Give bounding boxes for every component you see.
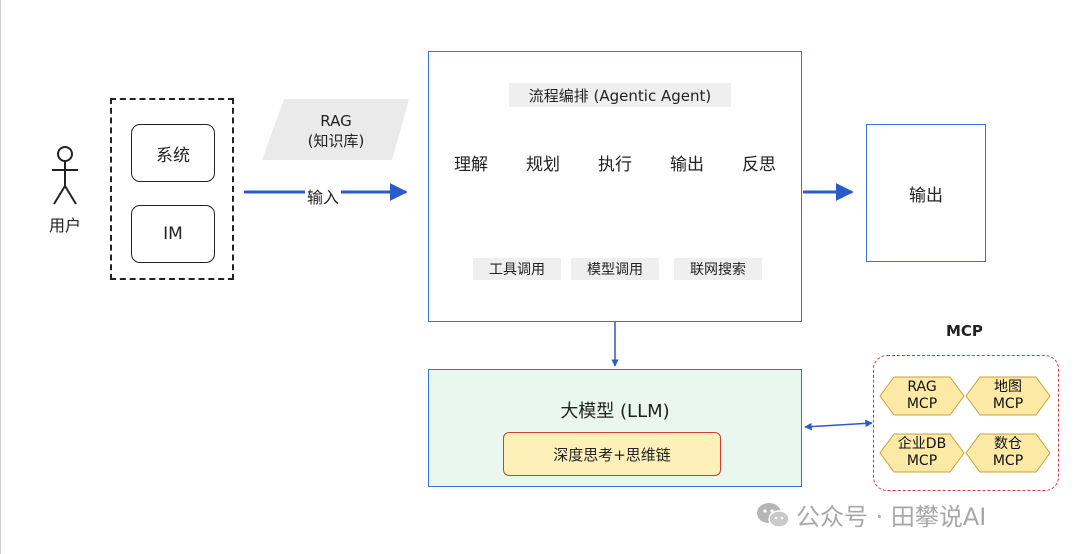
watermark-text: 公众号 · 田攀说AI [796, 503, 987, 531]
deep-thinking-box: 深度思考+思维链 [503, 432, 721, 476]
left-edge-rule [0, 0, 1, 554]
mcp-hex-map [965, 376, 1051, 416]
mcp-item-warehouse-name: 数仓 [994, 436, 1022, 452]
agent-title: 流程编排 (Agentic Agent) [509, 83, 731, 107]
mcp-item-data-warehouse: 数仓 MCP [966, 434, 1050, 472]
input-label: 输入 [305, 184, 342, 208]
source-system: 系统 [131, 124, 215, 182]
mcp-item-rag-type: MCP [906, 396, 938, 412]
mcp-item-rag-name: RAG [907, 379, 937, 395]
model-call-tag: 模型调用 [571, 258, 659, 280]
mcp-title: MCP [946, 322, 983, 340]
step-understand-label: 理解 [454, 154, 488, 175]
mcp-item-db-name: 企业DB [897, 436, 947, 452]
rag-title: RAG [320, 112, 352, 130]
llm-title: 大模型 (LLM) [560, 401, 670, 422]
mcp-hex-rag [879, 376, 965, 416]
tool-call-tag: 工具调用 [473, 258, 561, 280]
mcp-group [873, 355, 1059, 491]
mcp-item-db-type: MCP [906, 453, 938, 469]
mcp-item-map: 地图 MCP [966, 377, 1050, 415]
step-reflect-label: 反思 [742, 154, 776, 175]
mcp-item-warehouse-type: MCP [992, 453, 1024, 469]
person-icon [52, 146, 78, 205]
mcp-hex-warehouse [965, 433, 1051, 473]
step-execute-label: 执行 [598, 154, 632, 175]
wechat-icon [757, 502, 790, 528]
output-box: 输出 [866, 124, 986, 262]
mcp-item-rag: RAG MCP [880, 377, 964, 415]
watermark: 公众号 · 田攀说AI [756, 497, 986, 532]
mcp-item-map-type: MCP [992, 396, 1024, 412]
rag-label: RAG (知识库) [276, 111, 396, 151]
rag-subtitle: (知识库) [307, 132, 365, 150]
step-plan-label: 规划 [526, 154, 560, 175]
step-output-label: 输出 [670, 154, 704, 175]
rag-shape [262, 99, 409, 160]
llm-mcp-arrow [804, 419, 873, 431]
mcp-hex-db [879, 433, 965, 473]
user-label: 用户 [48, 216, 81, 235]
web-search-tag: 联网搜索 [674, 258, 762, 280]
mcp-item-map-name: 地图 [994, 379, 1022, 395]
mcp-item-enterprise-db: 企业DB MCP [880, 434, 964, 472]
source-im: IM [131, 205, 215, 263]
source-group [110, 98, 234, 280]
